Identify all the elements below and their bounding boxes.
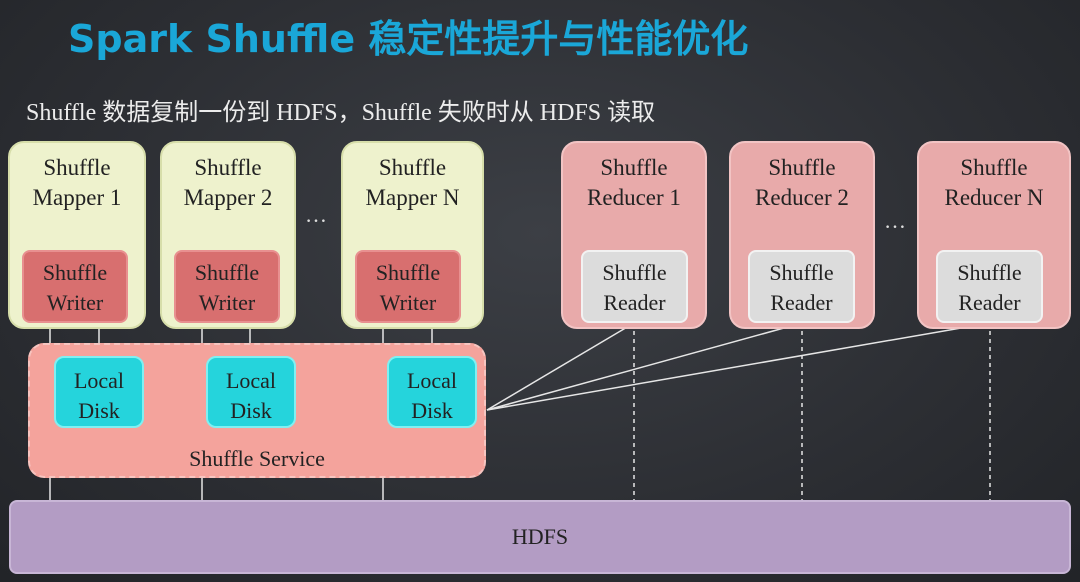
page-title: Spark Shuffle 稳定性提升与性能优化 <box>68 17 749 61</box>
reader-label-line2: Reader <box>958 290 1021 315</box>
mapper-title-line2: Mapper 1 <box>32 185 122 210</box>
mapper-title-line1: Shuffle <box>43 155 111 180</box>
disk-label-line1: Local <box>73 368 125 393</box>
page-subtitle: Shuffle 数据复制一份到 HDFS，Shuffle 失败时从 HDFS 读… <box>26 100 656 126</box>
reducer-ellipsis: … <box>884 208 906 233</box>
local-disk-n: Local Disk <box>387 356 477 428</box>
reducer-title-line2: Reducer 1 <box>587 185 681 210</box>
writer-label-line2: Writer <box>46 290 104 315</box>
reader-service-connector-1 <box>486 322 635 411</box>
reducer-title-line2: Reducer 2 <box>755 185 849 210</box>
disk-label-line1: Local <box>225 368 277 393</box>
mapper-title-line2: Mapper N <box>365 185 460 210</box>
writer-label-line1: Shuffle <box>42 260 108 285</box>
reader-label-line2: Reader <box>603 290 666 315</box>
mapper-title-line2: Mapper 2 <box>183 185 273 210</box>
writer-label-line2: Writer <box>379 290 437 315</box>
writer-label-line1: Shuffle <box>375 260 441 285</box>
reader-label-line1: Shuffle <box>769 260 834 285</box>
disk-label-line2: Disk <box>230 398 272 423</box>
disk-label-line1: Local <box>406 368 458 393</box>
hdfs-bar: HDFS <box>9 500 1071 574</box>
shuffle-reader-n: Shuffle Reader <box>936 250 1043 323</box>
reader-label-line1: Shuffle <box>957 260 1022 285</box>
shuffle-writer-1: Shuffle Writer <box>22 250 128 323</box>
reader-service-connector-3 <box>486 322 991 411</box>
local-disk-1: Local Disk <box>54 356 144 428</box>
shuffle-reader-2: Shuffle Reader <box>748 250 855 323</box>
shuffle-service-label: Shuffle Service <box>189 446 325 471</box>
reader-label-line2: Reader <box>770 290 833 315</box>
shuffle-writer-n: Shuffle Writer <box>355 250 461 323</box>
reducer-title-line2: Reducer N <box>944 185 1044 210</box>
mapper-ellipsis: … <box>305 202 327 227</box>
disk-label-line2: Disk <box>411 398 453 423</box>
disk-label-line2: Disk <box>78 398 120 423</box>
shuffle-reader-1: Shuffle Reader <box>581 250 688 323</box>
mapper-title-line1: Shuffle <box>194 155 262 180</box>
reducer-title-line1: Shuffle <box>600 155 668 180</box>
writer-label-line1: Shuffle <box>194 260 260 285</box>
mapper-title-line1: Shuffle <box>378 155 447 180</box>
local-disk-2: Local Disk <box>206 356 296 428</box>
shuffle-writer-2: Shuffle Writer <box>174 250 280 323</box>
writer-label-line2: Writer <box>198 290 256 315</box>
reducer-title-line1: Shuffle <box>960 155 1028 180</box>
reader-service-connector-2 <box>486 322 803 411</box>
reader-label-line1: Shuffle <box>602 260 667 285</box>
reducer-title-line1: Shuffle <box>768 155 836 180</box>
